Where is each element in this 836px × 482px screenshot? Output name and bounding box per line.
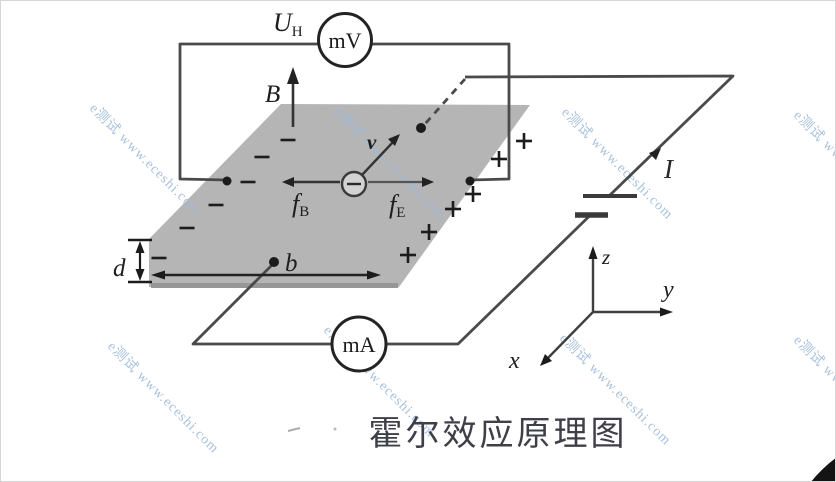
plate-thickness-label: d <box>113 255 126 282</box>
current-supply-wire-top <box>464 74 735 197</box>
ammeter-label: mA <box>343 332 376 357</box>
current-arrowhead-icon <box>649 148 661 160</box>
velocity-label: v <box>367 130 377 154</box>
plus-charge-icon <box>465 186 481 202</box>
contact-dots <box>222 123 475 267</box>
b-arrowhead-icon <box>287 67 299 84</box>
y-axis-label: y <box>661 277 674 303</box>
watermark-text: e测试 www.eceshi.com <box>86 101 204 219</box>
voltmeter: mV <box>317 12 373 68</box>
ammeter: mA <box>330 315 388 373</box>
magnetic-field-label: B <box>265 81 280 108</box>
negative-charges <box>151 138 296 260</box>
watermark-text: e测试 www.eceshi.com <box>558 105 676 223</box>
electric-force-label: fE <box>389 190 405 221</box>
plus-charge-icon <box>491 151 507 167</box>
fe-sub: E <box>396 205 405 221</box>
x-axis-label: x <box>508 348 520 374</box>
voltmeter-left-lead <box>178 42 319 182</box>
hall-voltage-sub: H <box>292 24 303 40</box>
fe-main: f <box>389 190 400 219</box>
voltmeter-dial <box>317 12 373 68</box>
charge-carrier-group: v fB fE <box>282 130 434 221</box>
plate-width-label: b <box>285 250 298 277</box>
z-arrowhead-icon <box>588 246 598 259</box>
figure-caption: 霍尔效应原理图 <box>369 415 628 453</box>
hall-plate <box>149 104 530 288</box>
hall-voltage-label: UH <box>273 8 303 40</box>
watermark-text: e测试 www.eceshi.com <box>104 339 222 457</box>
x-axis-shaft <box>544 311 594 362</box>
plus-charge-icon <box>445 201 461 217</box>
width-dimension: b <box>151 250 381 280</box>
voltmeter-right-lead <box>371 42 511 182</box>
fb-sub: B <box>299 204 309 220</box>
corner-ink-blob <box>811 458 835 481</box>
plus-charge-icon <box>400 247 416 263</box>
hall-voltage-main: U <box>273 8 294 37</box>
scan-artifact-dot <box>333 427 337 431</box>
magnetic-force-arrowhead-icon <box>282 177 294 187</box>
fb-main: f <box>292 189 303 218</box>
plus-charge-icon <box>516 133 532 149</box>
y-arrowhead-icon <box>660 307 673 317</box>
right-electrode-dot <box>465 176 475 186</box>
left-electrode-dot <box>222 176 232 186</box>
plus-charge-icon <box>421 224 437 240</box>
thickness-dimension: d <box>113 238 152 284</box>
b-right-arrowhead-icon <box>367 270 381 280</box>
velocity-arrowhead-icon <box>388 134 400 146</box>
current-exit-dot <box>269 257 279 267</box>
watermark-text: e测试 www.eceshi.com <box>790 333 836 451</box>
watermark-text: e测试 www.eceshi.com <box>790 108 836 226</box>
magnetic-force-label: fB <box>292 189 309 220</box>
hall-plate-surface <box>149 104 530 287</box>
b-left-arrowhead-icon <box>151 270 165 280</box>
ammeter-to-plate-wire <box>191 262 331 346</box>
circuit-wires <box>178 42 735 346</box>
scan-artifact-dash <box>287 427 301 432</box>
velocity-arrow-shaft <box>360 140 395 177</box>
d-down-arrowhead-icon <box>135 269 145 281</box>
current-entry-dot <box>416 123 426 133</box>
positive-charges <box>400 133 532 263</box>
coordinate-axes <box>544 255 663 362</box>
voltmeter-label: mV <box>329 28 362 53</box>
hidden-current-lead-dashed <box>423 78 467 125</box>
battery <box>575 194 637 218</box>
electric-force-arrowhead-icon <box>422 177 434 187</box>
magnetic-field-arrow: B <box>265 67 299 127</box>
d-up-arrowhead-icon <box>135 241 145 253</box>
z-axis-label: z <box>601 245 610 269</box>
battery-to-ammeter-wire <box>387 213 592 346</box>
ammeter-dial <box>330 315 388 373</box>
current-label: I <box>663 154 675 184</box>
x-arrowhead-icon <box>540 354 552 366</box>
